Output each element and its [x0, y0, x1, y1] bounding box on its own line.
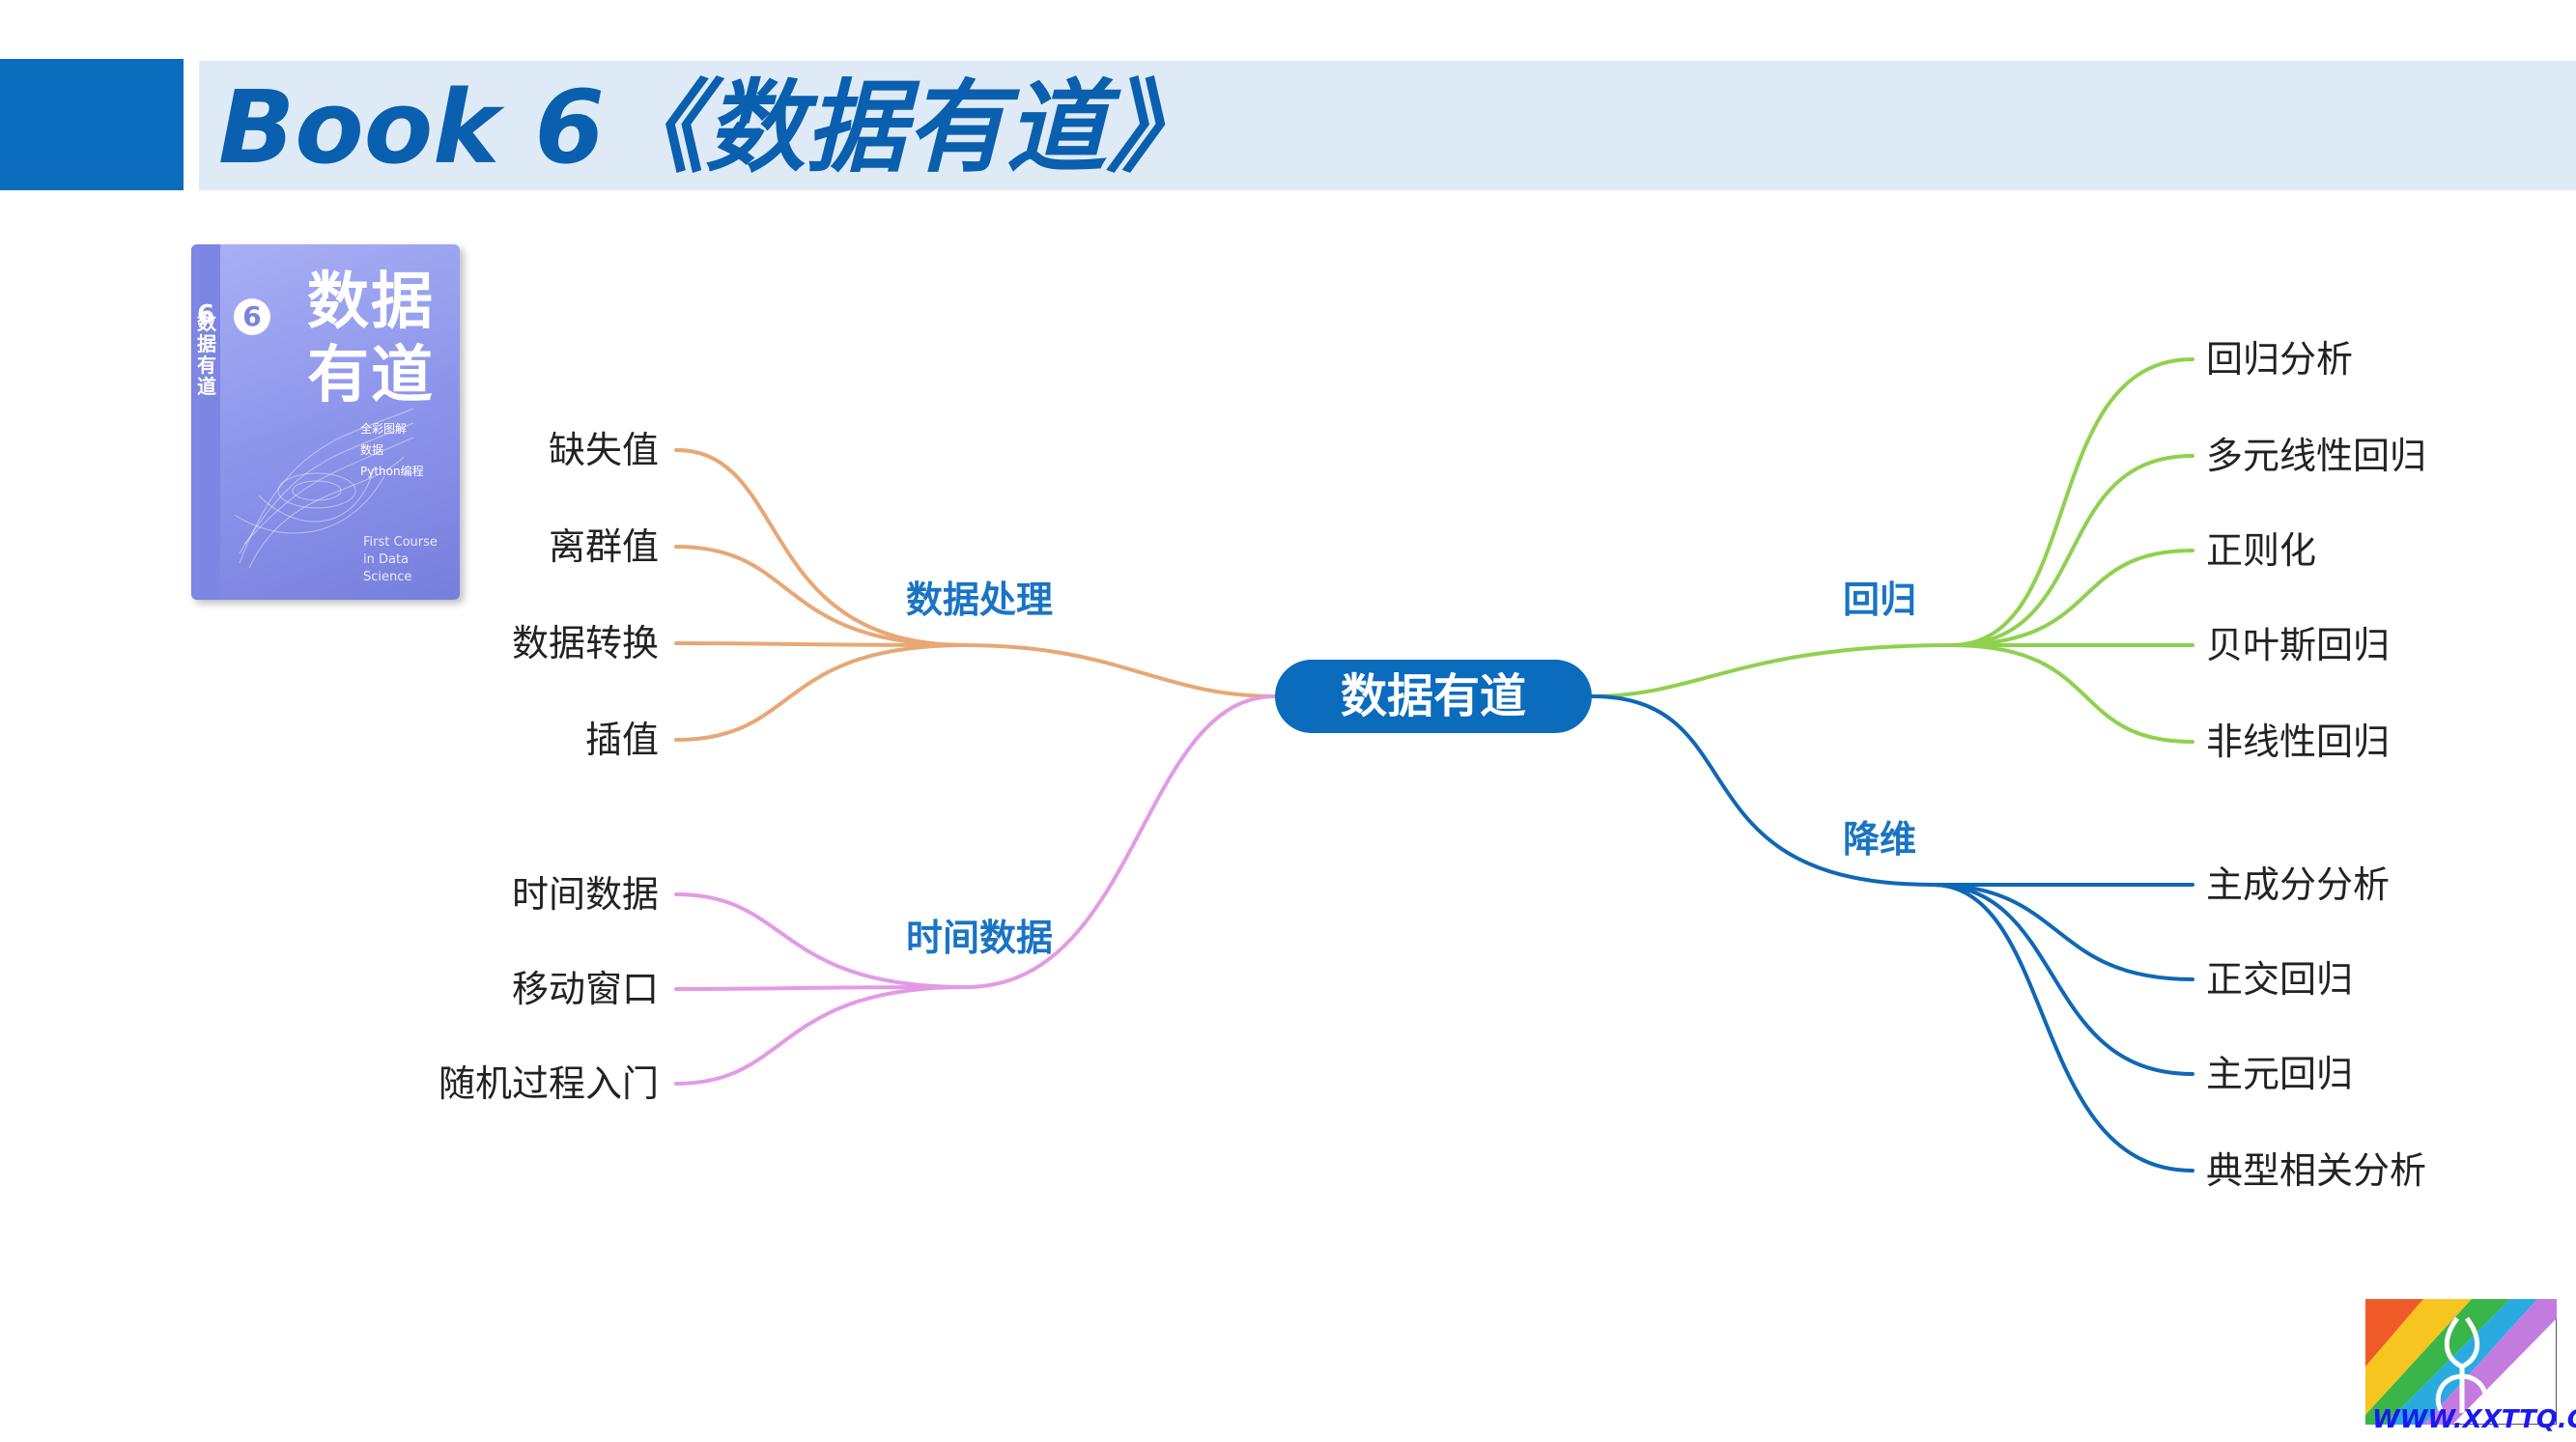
leaf-stochastic-process: 随机过程入门	[438, 1062, 659, 1105]
connector-cca	[1930, 883, 2194, 1173]
book-cover-title: 数据有道	[307, 267, 435, 411]
leaf-missing-values: 缺失值	[548, 429, 659, 471]
connector-trunk-data-processing	[964, 643, 1277, 698]
leaf-canonical-correlation: 典型相关分析	[2206, 1149, 2427, 1192]
connector-data-transform	[674, 641, 968, 647]
leaf-nonlinear-regression: 非线性回归	[2206, 721, 2391, 763]
connectors-dim-reduction	[1590, 694, 2194, 1173]
header-accent-block	[0, 59, 184, 190]
branch-time-data: 时间数据	[906, 917, 1054, 959]
leaf-bayesian-regression: 贝叶斯回归	[2206, 624, 2391, 666]
leaf-multiple-linear-regression: 多元线性回归	[2206, 435, 2427, 477]
book-spine-number: 6	[197, 300, 215, 329]
page-title: Book 6《数据有道》	[218, 69, 1207, 186]
site-logo-text: WWW.XXTTQ.COM	[2372, 1405, 2576, 1434]
leaf-time-series: 时间数据	[511, 873, 659, 916]
leaf-orthogonal-regression: 正交回归	[2206, 958, 2354, 1001]
leaf-principal-component-regression: 主元回归	[2206, 1053, 2354, 1095]
connector-orthogonal	[1930, 883, 2194, 981]
leaf-regularization: 正则化	[2206, 529, 2317, 572]
book-cover-image: 6 数据有道 6 数据有道 全彩图解 数据 Python编程 First Cou…	[191, 244, 460, 600]
connector-regression-analysis	[1949, 357, 2194, 647]
connector-moving-window	[674, 985, 968, 991]
book-cover-decoration	[234, 408, 414, 569]
connector-trunk-regression	[1590, 643, 1953, 698]
connector-trunk-time-data	[964, 694, 1277, 989]
book-number-badge: 6	[234, 298, 270, 335]
branch-regression: 回归	[1843, 579, 1917, 621]
connector-stochastic-process	[674, 985, 968, 1086]
connector-nonlinear	[1949, 643, 2194, 744]
connector-pcr	[1930, 883, 2194, 1076]
connectors-data-processing	[674, 448, 1277, 742]
leaf-interpolation: 插值	[584, 719, 659, 761]
connector-interpolation	[674, 643, 968, 742]
leaf-pca: 主成分分析	[2206, 863, 2391, 906]
connector-missing-values	[674, 448, 968, 647]
book-cover-english: First Course in Data Science	[363, 535, 438, 584]
site-logo	[2365, 1299, 2557, 1425]
connector-multiple-linear	[1949, 454, 2194, 647]
leaf-regression-analysis: 回归分析	[2206, 338, 2354, 381]
leaf-outliers: 离群值	[548, 525, 659, 568]
connectors-regression	[1590, 357, 2194, 744]
header-band	[199, 61, 2576, 190]
branch-dim-reduction: 降维	[1843, 818, 1917, 861]
book-cover-subtitles: 全彩图解 数据 Python编程	[360, 422, 424, 478]
connector-time-series	[674, 892, 968, 989]
book-spine	[191, 244, 220, 600]
connector-outliers	[674, 545, 968, 647]
branch-data-processing: 数据处理	[906, 579, 1054, 621]
leaf-data-transform: 数据转换	[511, 622, 659, 664]
leaf-moving-window: 移动窗口	[511, 968, 659, 1010]
connector-regularization	[1949, 549, 2194, 647]
book-spine-title: 数据有道	[197, 311, 216, 398]
mindmap-center-node: 数据有道	[1275, 660, 1592, 733]
connector-trunk-dim-reduction	[1590, 694, 1934, 887]
connectors-time-data	[674, 694, 1277, 1086]
